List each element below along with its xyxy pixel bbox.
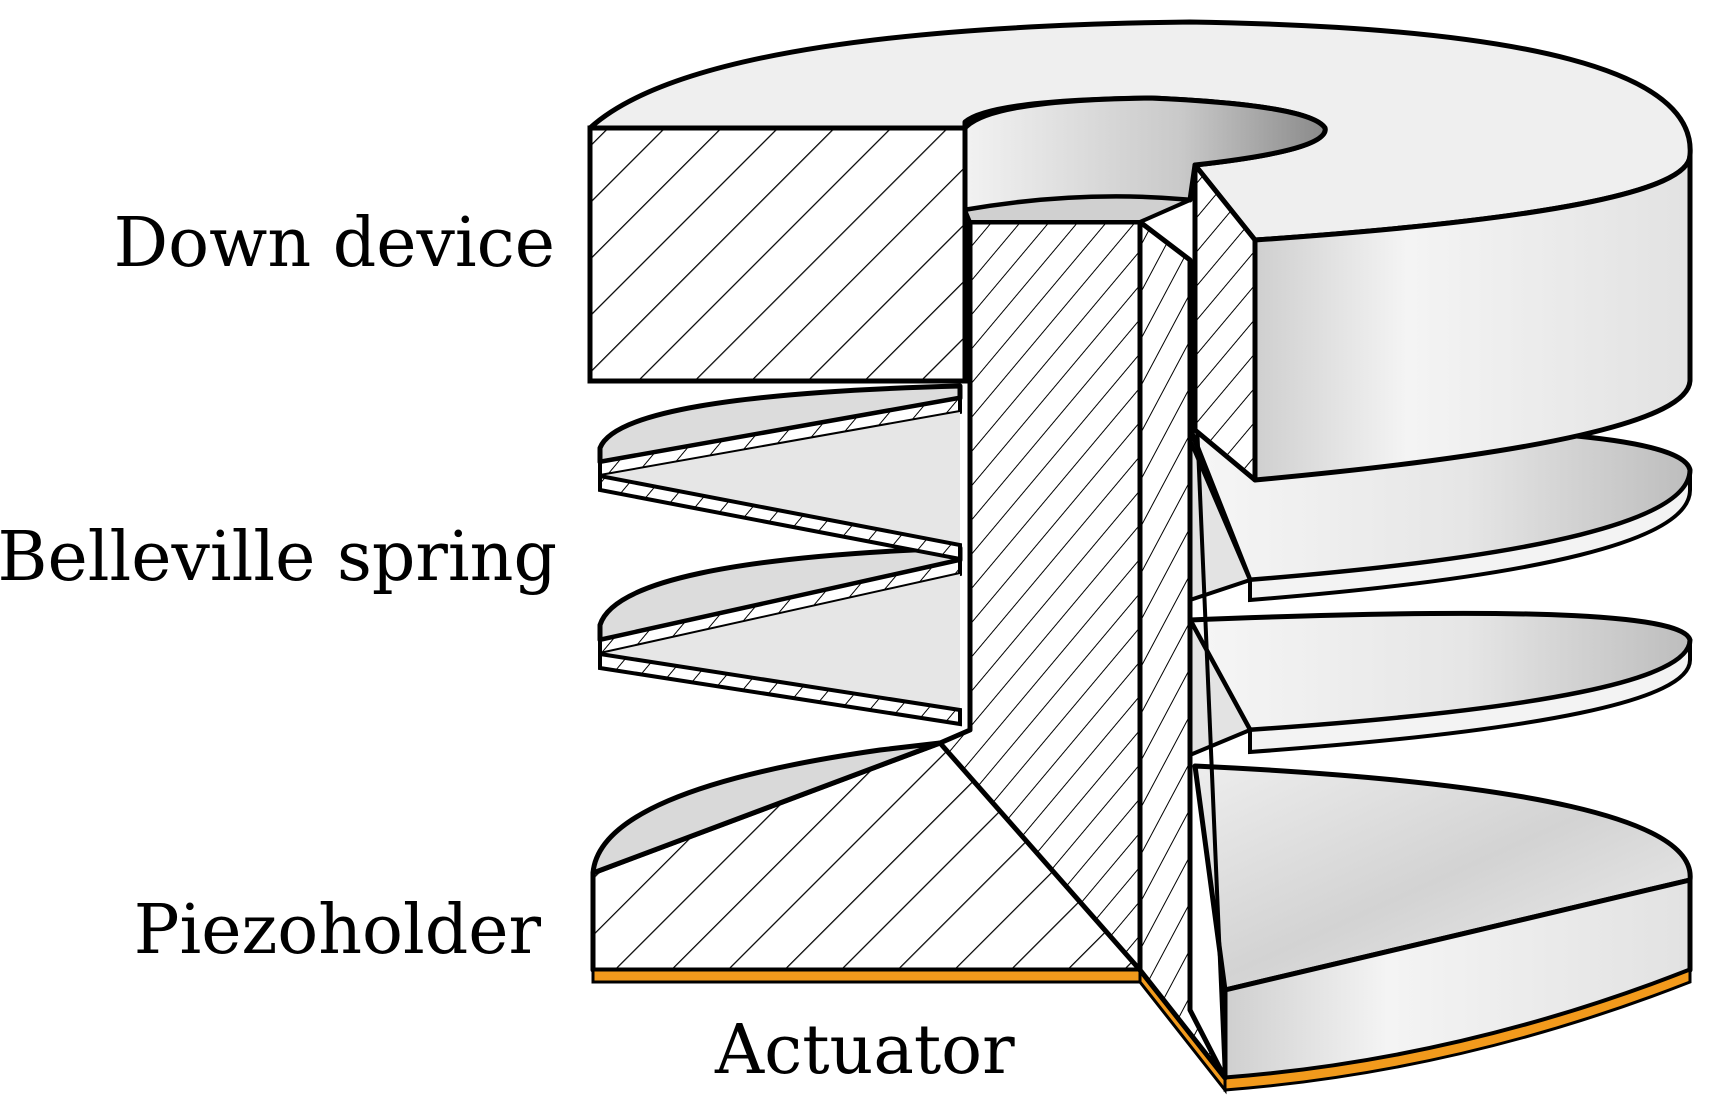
actuator-layer-right (1223, 967, 1692, 1092)
actuator-layer-left (591, 968, 1142, 984)
down-device (587, 19, 1693, 483)
label-belleville-spring: Belleville spring (0, 518, 557, 597)
down-device-section (587, 125, 968, 384)
belleville-springs (597, 383, 1693, 758)
label-actuator: Actuator (715, 1011, 1015, 1090)
central-post (937, 219, 1228, 1081)
label-piezoholder: Piezoholder (133, 891, 541, 970)
label-down-device: Down device (113, 204, 555, 283)
